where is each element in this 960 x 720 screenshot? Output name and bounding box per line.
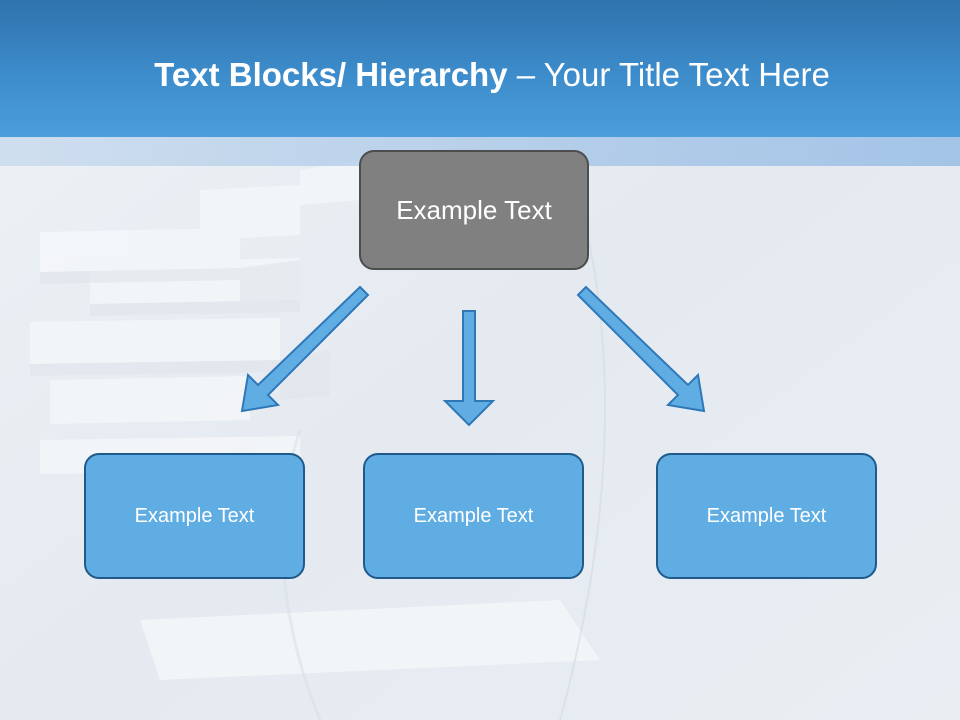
child-box-right: Example Text <box>656 453 877 579</box>
title-normal-part: – Your Title Text Here <box>507 56 830 93</box>
child-box-label: Example Text <box>706 504 827 527</box>
child-box-label: Example Text <box>134 504 255 527</box>
arrow-center <box>442 310 496 427</box>
child-box-label: Example Text <box>413 504 534 527</box>
arrow-left <box>240 285 370 413</box>
arrow-right <box>576 285 706 413</box>
header-bar <box>0 0 960 137</box>
child-box-left: Example Text <box>84 453 305 579</box>
top-box-label: Example Text <box>396 194 552 225</box>
child-box-middle: Example Text <box>363 453 584 579</box>
slide-title: Text Blocks/ Hierarchy – Your Title Text… <box>0 52 960 98</box>
top-level-box: Example Text <box>359 150 589 270</box>
title-bold-part: Text Blocks/ Hierarchy <box>154 56 508 93</box>
